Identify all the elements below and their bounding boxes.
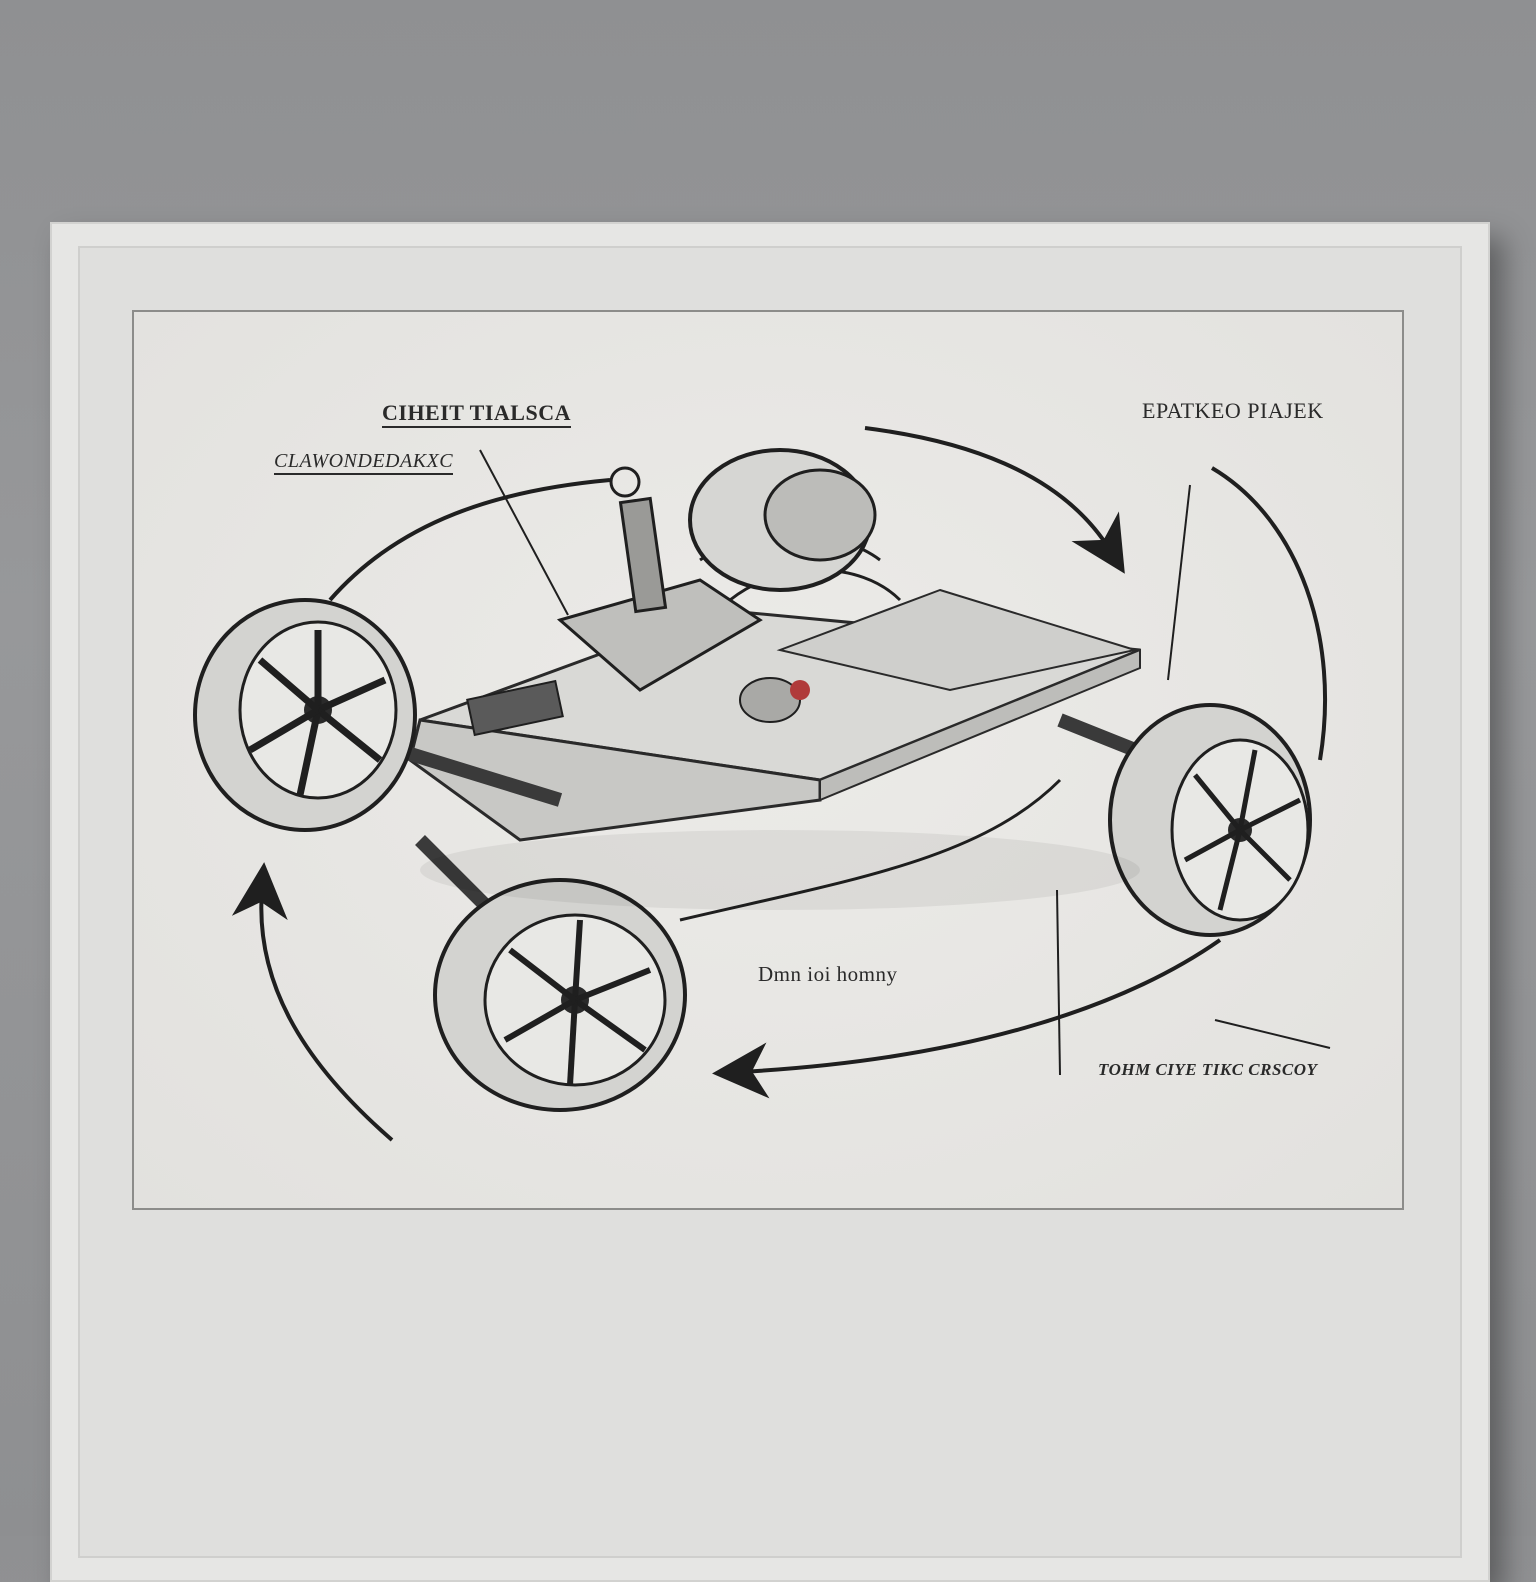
label-top-right: EPATKEO PIAJEK <box>1142 398 1324 423</box>
underline-arc <box>679 778 1062 922</box>
leader-line <box>1167 484 1191 681</box>
label-center-bottom: Dmn ioi homny <box>758 962 898 986</box>
leader-line <box>1056 889 1061 1076</box>
wheel-front-left <box>193 598 417 832</box>
arrow-right-arc <box>1210 466 1328 761</box>
arrow-bottom-arc <box>712 938 1222 1099</box>
label-top-left-title: CIHEIT TIALSCA <box>382 400 571 428</box>
arrow-left-arc <box>231 862 394 1142</box>
arrow-top-right-arc <box>864 426 1125 574</box>
wheel-rear-right <box>1108 703 1312 937</box>
arrow-top-left-arc <box>328 478 611 602</box>
label-bottom-right: TOHM CIYE TIKC CRSCOY <box>1098 1060 1318 1079</box>
wheel-front-right <box>433 878 687 1112</box>
wheel-rear-left <box>688 448 877 592</box>
label-top-left-subtitle: CLAWONDEDAKXC <box>274 450 454 475</box>
leader-line <box>1214 1019 1331 1049</box>
leader-line <box>479 449 569 616</box>
chassis-illustration <box>193 426 1331 1142</box>
